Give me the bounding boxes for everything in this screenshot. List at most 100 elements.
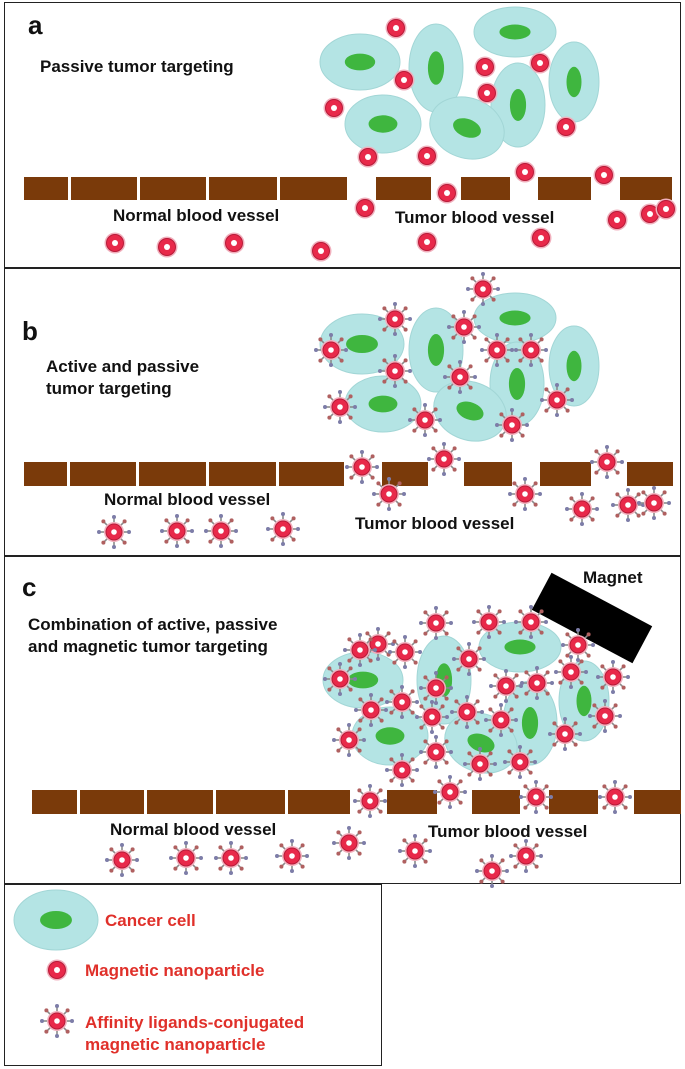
vessel-segment <box>24 177 68 200</box>
conjugated-nanoparticle <box>520 666 554 700</box>
conjugated-nanoparticle <box>590 445 624 479</box>
conjugated-nanoparticle <box>419 735 453 769</box>
vessel-segment <box>464 462 512 486</box>
conjugated-nanoparticle <box>484 703 518 737</box>
cancer-cell <box>490 62 546 148</box>
conjugated-nanoparticle <box>372 477 406 511</box>
vessel-segment <box>461 177 510 200</box>
conjugated-nanoparticle <box>353 784 387 818</box>
magnetic-nanoparticle <box>436 182 458 204</box>
legend-conjugated-nanoparticle-label: Affinity ligands-conjugated magnetic nan… <box>85 1013 305 1054</box>
conjugated-nanoparticle <box>509 839 543 873</box>
magnetic-nanoparticle <box>529 52 551 74</box>
conjugated-nanoparticle <box>332 723 366 757</box>
magnetic-nanoparticle <box>393 69 415 91</box>
vessel-segment <box>376 177 431 200</box>
conjugated-nanoparticle <box>427 442 461 476</box>
cancer-cell <box>473 292 557 344</box>
cell-nucleus <box>346 335 378 353</box>
magnetic-nanoparticle <box>156 236 178 258</box>
magnetic-nanoparticle <box>514 161 536 183</box>
cell-nucleus <box>521 707 539 739</box>
vessel-segment <box>24 462 67 486</box>
vessel-segment <box>139 462 206 486</box>
cell-nucleus <box>347 671 379 689</box>
vessel-segment <box>209 177 277 200</box>
conjugated-nanoparticle <box>204 514 238 548</box>
conjugated-nanoparticle <box>611 488 645 522</box>
cancer-cell <box>344 94 422 154</box>
magnetic-nanoparticle <box>310 240 332 262</box>
conjugated-nanoparticle <box>637 486 671 520</box>
conjugated-nanoparticle <box>332 826 366 860</box>
magnetic-nanoparticle <box>223 232 245 254</box>
cancer-cell <box>473 6 557 58</box>
magnetic-nanoparticle <box>476 82 498 104</box>
cell-nucleus <box>453 118 481 138</box>
panel-a-frame <box>4 2 681 268</box>
conjugated-nanoparticle <box>214 841 248 875</box>
conjugated-nanoparticle <box>472 605 506 639</box>
vessel-segment <box>288 790 350 814</box>
conjugated-nanoparticle <box>463 747 497 781</box>
magnet-block <box>531 572 653 664</box>
conjugated-nanoparticle <box>480 333 514 367</box>
conjugated-nanoparticle <box>514 333 548 367</box>
magnetic-nanoparticle <box>323 97 345 119</box>
conjugated-nanoparticle <box>475 854 509 888</box>
conjugated-nanoparticle <box>514 605 548 639</box>
conjugated-nanoparticle <box>452 642 486 676</box>
conjugated-nanoparticle <box>466 272 500 306</box>
panel-b-normal-vessel-label: Normal blood vessel <box>104 490 271 509</box>
magnetic-nanoparticle <box>593 164 615 186</box>
vessel-segment <box>147 790 213 814</box>
cell-nucleus <box>427 51 445 85</box>
vessel-segment <box>540 462 591 486</box>
conjugated-nanoparticle <box>433 775 467 809</box>
legend-magnetic-nanoparticle-icon <box>46 959 68 981</box>
vessel-segment <box>472 790 520 814</box>
magnet-label: Magnet <box>583 568 643 587</box>
conjugated-nanoparticle <box>378 354 412 388</box>
vessel-segment <box>70 462 136 486</box>
conjugated-nanoparticle <box>388 635 422 669</box>
conjugated-nanoparticle <box>540 383 574 417</box>
panel-c-vessel <box>32 790 681 814</box>
panel-a-normal-vessel-label: Normal blood vessel <box>113 206 280 225</box>
cell-nucleus <box>504 639 536 655</box>
vessel-segment <box>209 462 276 486</box>
conjugated-nanoparticle <box>447 310 481 344</box>
panel-a-letter: a <box>28 10 43 40</box>
vessel-segment <box>627 462 673 486</box>
magnetic-nanoparticle <box>606 209 628 231</box>
conjugated-nanoparticle <box>314 333 348 367</box>
panel-c-tumor-vessel-label: Tumor blood vessel <box>428 822 588 841</box>
conjugated-nanoparticle <box>519 780 553 814</box>
cell-nucleus <box>499 24 531 40</box>
conjugated-nanoparticle <box>275 839 309 873</box>
conjugated-nanoparticle <box>169 841 203 875</box>
cell-nucleus <box>368 395 398 413</box>
conjugated-nanoparticle <box>503 745 537 779</box>
panel-c-frame <box>4 556 681 884</box>
legend-conjugated-nanoparticle-icon <box>40 1004 74 1038</box>
vessel-segment <box>620 177 672 200</box>
conjugated-nanoparticle <box>408 403 442 437</box>
vessel-segment <box>71 177 137 200</box>
panel-b-vessel <box>24 462 673 486</box>
cell-nucleus <box>40 911 72 929</box>
cell-nucleus <box>566 350 582 382</box>
conjugated-nanoparticle <box>345 450 379 484</box>
vessel-segment <box>549 790 598 814</box>
magnetic-nanoparticle <box>555 116 577 138</box>
panel-c-normal-vessel-label: Normal blood vessel <box>110 820 277 839</box>
vessel-segment <box>387 790 437 814</box>
conjugated-nanoparticle <box>378 302 412 336</box>
cell-nucleus <box>456 401 484 421</box>
conjugated-nanoparticle <box>561 628 595 662</box>
vessel-segment <box>538 177 591 200</box>
panel-c-title: Combination of active, passive and magne… <box>28 615 278 656</box>
cell-nucleus <box>467 733 495 753</box>
